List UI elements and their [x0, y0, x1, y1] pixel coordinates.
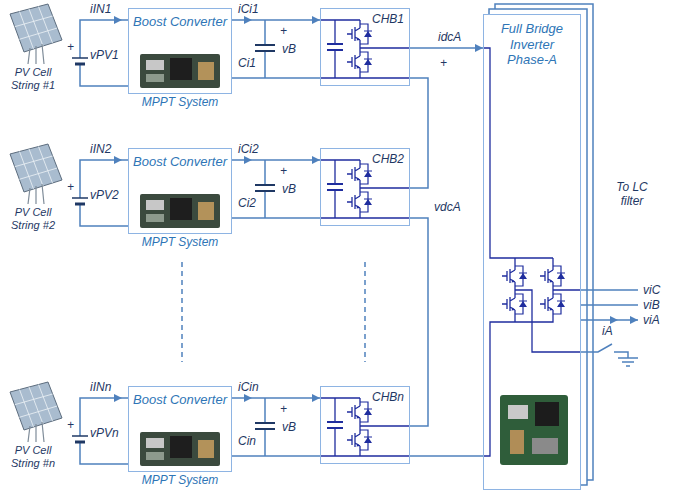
voltage-label: viA: [643, 313, 660, 327]
string-row: [10, 4, 410, 88]
converter-box: Boost ConverterMPPT System: [128, 386, 232, 472]
node-caption: MPPT System: [129, 95, 231, 109]
capacitor-label: Cin: [238, 434, 256, 448]
output-note: To LC filter: [606, 180, 658, 209]
polarity-sign: +: [280, 402, 287, 416]
chb-module-box: CHBn: [320, 386, 410, 464]
ellipsis-dashes: [182, 262, 365, 362]
igbt-symbol: [502, 262, 527, 290]
string-label: PV Cell String #n: [4, 444, 62, 470]
full-bridge-wires: [483, 48, 581, 456]
module-chip: [510, 430, 524, 454]
chb-module-box: CHB1: [320, 8, 410, 86]
string-row: [10, 144, 410, 228]
current-label: iCi1: [238, 2, 259, 16]
current-label: iCin: [238, 380, 259, 394]
module-chip: [508, 405, 528, 419]
output-lines: [581, 290, 638, 320]
connector-wire: [410, 78, 428, 188]
node-title: Boost Converter: [133, 392, 227, 408]
module-chip: [535, 402, 559, 426]
string-label: PV Cell String #1: [4, 66, 62, 92]
converter-box: Boost ConverterMPPT System: [128, 8, 232, 94]
node-title: Boost Converter: [133, 154, 227, 170]
voltage-label: vdcA: [434, 200, 461, 214]
node-caption: MPPT System: [129, 235, 231, 249]
node-caption: MPPT System: [129, 473, 231, 487]
current-label: iIN2: [90, 142, 111, 156]
connector-wire: [410, 218, 428, 426]
module-chip: [532, 438, 558, 454]
connector-wire: [410, 47, 483, 49]
igbt-symbol: [502, 290, 527, 318]
string-label: PV Cell String #2: [4, 206, 62, 232]
voltage-label: vPV2: [90, 188, 119, 202]
voltage-label: viC: [643, 283, 660, 297]
current-label: iA: [602, 324, 613, 338]
node-title: CHB1: [326, 12, 404, 26]
polarity-sign: +: [67, 40, 74, 54]
inverter-box: Full Bridge Inverter Phase-A: [483, 14, 581, 490]
voltage-label: vPV1: [90, 48, 119, 62]
igbt-symbol: [540, 262, 565, 290]
capacitor-label: Ci1: [238, 56, 256, 70]
current-label: iCi2: [238, 142, 259, 156]
connector-wire: [410, 455, 483, 457]
chb-module-box: CHB2: [320, 148, 410, 226]
node-title: CHBn: [326, 390, 404, 404]
stacked-phase-outline: [489, 4, 593, 485]
current-arrow: [610, 316, 618, 324]
capacitor-label: Ci2: [238, 196, 256, 210]
polarity-sign: +: [67, 418, 74, 432]
connector-wire: [232, 159, 320, 161]
voltage-label: vB: [282, 182, 296, 196]
current-label: iINn: [90, 380, 111, 394]
igbt-symbol: [540, 290, 565, 318]
module-photo: [500, 395, 568, 465]
voltage-label: vB: [282, 420, 296, 434]
node-title: Boost Converter: [133, 14, 227, 30]
node-title: CHB2: [326, 152, 404, 166]
voltage-label: vPVn: [90, 426, 119, 440]
ground-switch: [581, 344, 638, 366]
current-label: idcA: [438, 30, 461, 44]
polarity-sign: +: [440, 56, 447, 70]
polarity-sign: +: [280, 164, 287, 178]
string-row: [10, 382, 410, 466]
connector-wire: [232, 19, 320, 21]
current-label: iIN1: [90, 2, 111, 16]
polarity-sign: +: [67, 180, 74, 194]
converter-box: Boost ConverterMPPT System: [128, 148, 232, 234]
polarity-sign: +: [280, 24, 287, 38]
voltage-label: vB: [282, 42, 296, 56]
node-title: Full Bridge Inverter Phase-A: [490, 21, 574, 68]
voltage-label: viB: [643, 298, 660, 312]
connector-wire: [232, 397, 320, 399]
